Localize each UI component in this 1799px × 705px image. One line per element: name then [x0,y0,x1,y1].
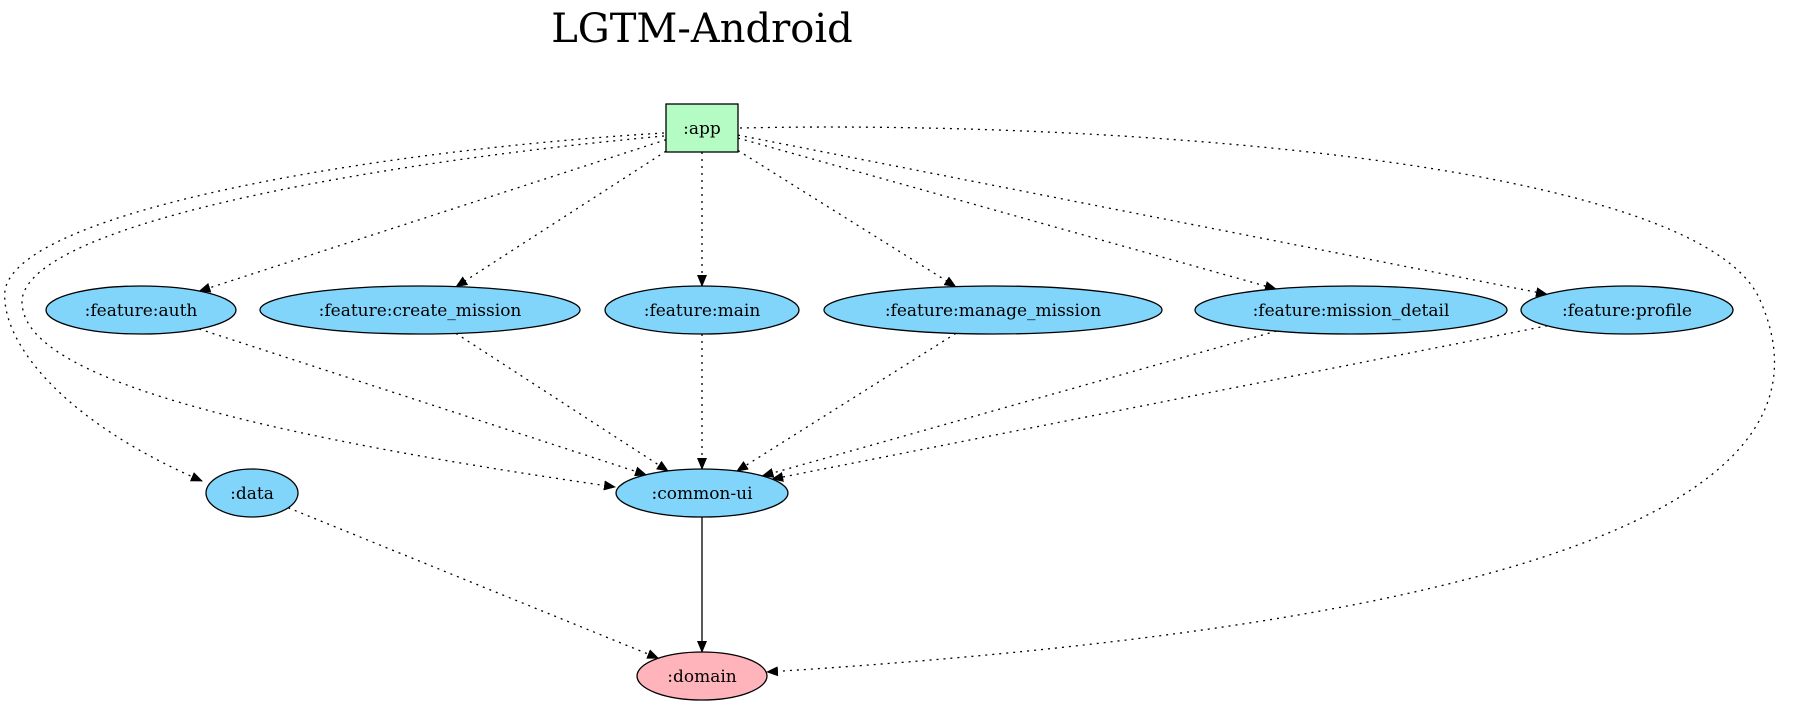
node-shape-feature-profile [1520,285,1734,335]
edge-feature-auth-to-common-ui [198,328,648,477]
edge-app-to-feature-profile [737,134,1548,298]
node-label: :common-ui [651,484,753,504]
edge-app-to-feature-auth [198,139,667,293]
node-domain: :domain [636,651,768,701]
edge-feature-manage-mission-to-common-ui [736,332,957,472]
node-label: :feature:auth [85,301,198,321]
node-feature-manage-mission: :feature:manage_mission [823,285,1163,335]
node-app: :app [665,103,739,153]
node-label: :domain [667,667,737,687]
node-feature-auth: :feature:auth [45,285,237,335]
node-data: :data [205,468,299,518]
edge-app-to-feature-create-mission [455,150,667,288]
graph-title: LGTM-Android [551,6,853,52]
node-common-ui: :common-ui [615,468,789,518]
node-feature-mission-detail: :feature:mission_detail [1194,285,1508,335]
node-shape-domain [636,651,768,701]
node-feature-create-mission: :feature:create_mission [259,285,581,335]
edge-app-to-data [4,132,665,482]
node-shape-feature-mission-detail [1194,285,1508,335]
node-feature-main: :feature:main [604,285,800,335]
node-shape-common-ui [615,468,789,518]
node-shape-feature-auth [45,285,237,335]
edge-feature-profile-to-common-ui [771,325,1548,482]
nodes-layer: :app :feature:auth :feature:create_mission… [45,103,1734,701]
node-label: :app [683,119,721,139]
node-shape-feature-main [604,285,800,335]
node-shape-feature-manage-mission [823,285,1163,335]
edge-app-to-feature-mission-detail [737,137,1277,291]
node-shape-feature-create-mission [259,285,581,335]
node-label: :feature:manage_mission [885,301,1101,321]
node-label: :data [230,484,274,504]
node-shape-app [665,103,739,153]
node-label: :feature:profile [1562,301,1692,321]
node-feature-profile: :feature:profile [1520,285,1734,335]
edges-layer [4,126,1776,677]
node-shape-data [205,468,299,518]
edge-app-to-domain [739,126,1776,677]
edge-feature-create-mission-to-common-ui [455,332,669,472]
edge-data-to-domain [288,507,660,659]
node-label: :feature:create_mission [319,301,522,321]
edge-app-to-feature-manage-mission [737,149,957,288]
node-label: :feature:mission_detail [1253,301,1450,321]
edge-feature-mission-detail-to-common-ui [761,330,1277,478]
node-label: :feature:main [644,301,761,321]
